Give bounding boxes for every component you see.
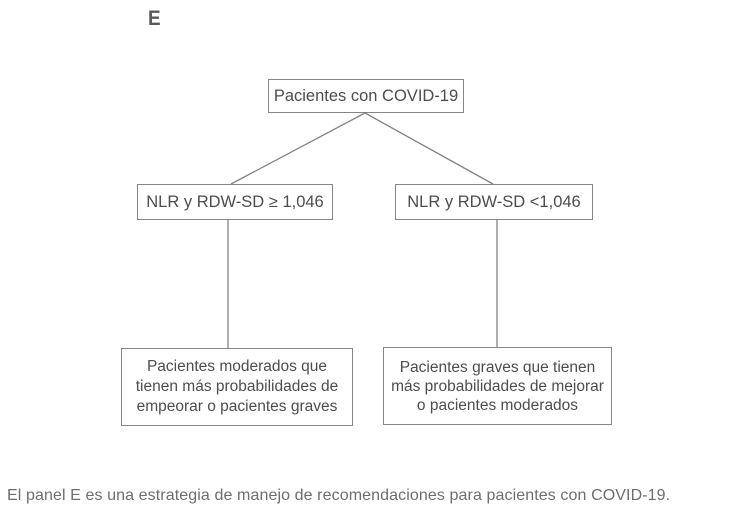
connector-root-to-right-branch: [364, 112, 494, 185]
node-nlr-rdwsd-low-label: NLR y RDW-SD <1,046: [407, 192, 581, 211]
node-outcome-severe-improve: Pacientes graves que tienen más probabil…: [383, 347, 612, 425]
node-nlr-rdwsd-high: NLR y RDW-SD ≥ 1,046: [137, 184, 333, 220]
node-patients-covid19-label: Pacientes con COVID-19: [273, 86, 459, 105]
connector-root-to-left-branch: [230, 112, 366, 185]
node-outcome-severe-improve-label: Pacientes graves que tienen más probabil…: [391, 358, 604, 414]
node-outcome-moderate-worsen-label: Pacientes moderados que tienen más proba…: [135, 358, 339, 415]
node-patients-covid19: Pacientes con COVID-19: [268, 79, 464, 113]
node-nlr-rdwsd-low: NLR y RDW-SD <1,046: [395, 184, 593, 220]
node-nlr-rdwsd-high-label: NLR y RDW-SD ≥ 1,046: [146, 192, 324, 211]
figure-caption: El panel E es una estrategia de manejo d…: [7, 487, 671, 504]
panel-label: E: [148, 7, 161, 30]
node-outcome-moderate-worsen: Pacientes moderados que tienen más proba…: [121, 348, 353, 426]
